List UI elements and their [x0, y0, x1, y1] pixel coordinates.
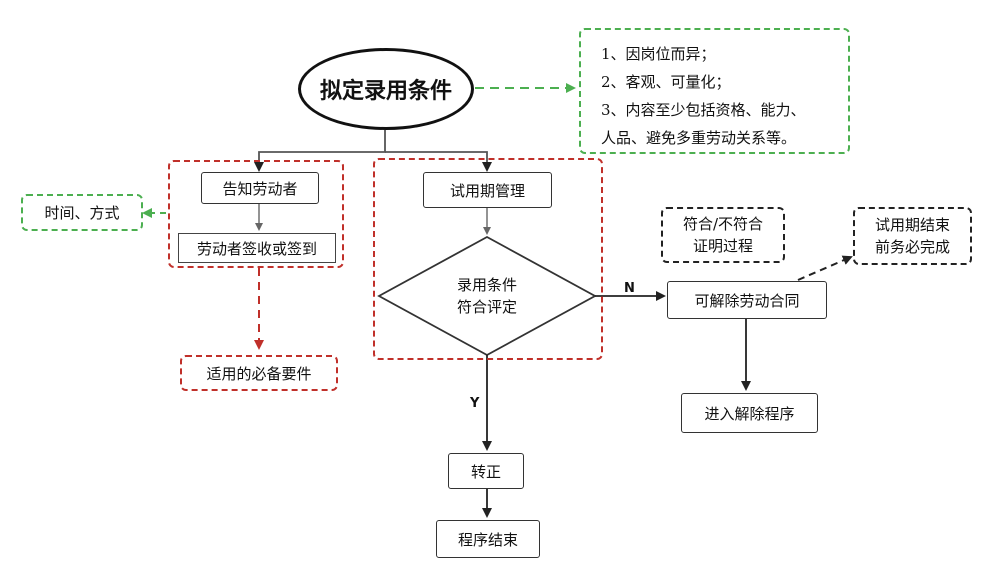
deadline-line-1: 试用期结束 [874, 216, 950, 234]
criteria-line-4: 人品、避免多重劳动关系等。 [601, 129, 797, 147]
requirement-label: 适用的必备要件 [206, 364, 312, 383]
branch-yes-label: Y [470, 396, 480, 411]
criteria-line-2: 2、客观、可量化； [601, 73, 731, 91]
deadline-line-2: 前务必完成 [874, 238, 950, 256]
notify-worker-label: 告知劳动者 [222, 179, 298, 198]
decision-line-2: 符合评定 [456, 298, 517, 316]
time-method-note: 时间、方式 [21, 194, 143, 231]
proof-note: 符合/不符合 证明过程 [661, 207, 785, 263]
worker-sign-label: 劳动者签收或签到 [196, 239, 317, 258]
regular-label: 转正 [470, 462, 501, 481]
title-ellipse: 拟定录用条件 [298, 48, 474, 130]
notify-group [168, 160, 344, 268]
regular-box: 转正 [448, 453, 524, 489]
connector-title-to-probation [385, 151, 492, 172]
diagram-title: 拟定录用条件 [319, 79, 452, 104]
decision-line-1: 录用条件 [456, 276, 517, 294]
probation-box: 试用期管理 [423, 172, 552, 208]
terminate-box: 可解除劳动合同 [667, 281, 827, 319]
procedure-box: 进入解除程序 [681, 393, 818, 433]
probation-label: 试用期管理 [449, 181, 525, 200]
proof-line-1: 符合/不符合 [682, 215, 764, 233]
terminate-label: 可解除劳动合同 [694, 291, 800, 310]
notify-worker-box: 告知劳动者 [201, 172, 319, 204]
deadline-note: 试用期结束 前务必完成 [853, 207, 972, 265]
worker-sign-box: 劳动者签收或签到 [178, 233, 336, 263]
procedure-label: 进入解除程序 [704, 404, 795, 423]
criteria-line-1: 1、因岗位而异； [601, 45, 716, 63]
time-method-label: 时间、方式 [44, 204, 120, 222]
criteria-note: 1、因岗位而异； 2、客观、可量化； 3、内容至少包括资格、能力、 人品、避免多… [579, 28, 850, 154]
end-box: 程序结束 [436, 520, 540, 558]
criteria-line-3: 3、内容至少包括资格、能力、 [601, 101, 806, 119]
probation-group [373, 158, 603, 360]
decision-text: 录用条件 符合评定 [429, 274, 545, 318]
connector-terminate-to-deadline [797, 255, 853, 281]
proof-line-2: 证明过程 [692, 237, 753, 255]
requirement-note: 适用的必备要件 [180, 355, 338, 391]
end-label: 程序结束 [457, 530, 518, 549]
branch-no-label: N [624, 281, 635, 296]
